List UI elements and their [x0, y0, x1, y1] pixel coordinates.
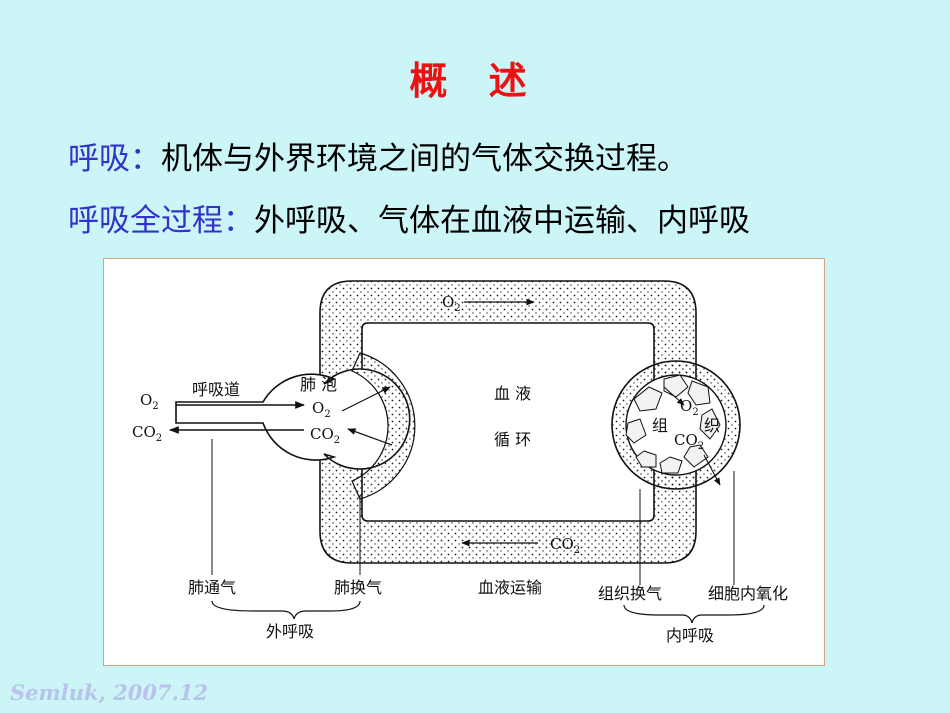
- process-text: 外呼吸、气体在血液中运输、内呼吸: [254, 203, 750, 239]
- label-o2-top: O2: [442, 293, 461, 314]
- label-cellular-oxidation: 细胞内氧化: [708, 584, 788, 603]
- label-co2-out: CO2: [132, 423, 162, 444]
- process-term: 呼吸全过程：: [68, 203, 254, 239]
- label-internal-respiration: 内呼吸: [666, 626, 714, 645]
- process-line: 呼吸全过程：外呼吸、气体在血液中运输、内呼吸: [68, 195, 750, 240]
- label-tis-o2: O2: [680, 397, 699, 418]
- label-alv-co2: CO2: [310, 425, 340, 446]
- label-alv-o2: O2: [312, 399, 331, 420]
- author-footer: Semluk, 2007.12: [10, 680, 209, 705]
- arrow-alv-o2: [341, 386, 391, 412]
- definition-line: 呼吸：机体与外界环境之间的气体交换过程。: [68, 133, 688, 178]
- brace-external: [211, 600, 361, 620]
- label-tissue-2: 织: [704, 416, 720, 435]
- brace-internal: [623, 604, 765, 624]
- arrow-tis-co2: [703, 454, 721, 486]
- label-tis-co2: CO2: [674, 431, 704, 452]
- blood-vessel-loop: [319, 280, 697, 564]
- arrow-tis-o2: [663, 386, 685, 406]
- label-external-respiration: 外呼吸: [266, 622, 314, 641]
- definition-term: 呼吸：: [68, 141, 161, 177]
- label-o2-in: O2: [140, 391, 159, 412]
- label-blood-1: 血 液: [494, 384, 531, 403]
- slide-title: 概 述: [409, 59, 541, 103]
- alveolar-capillary: [351, 352, 416, 500]
- label-tissue-1: 组: [652, 416, 668, 435]
- respiration-diagram: O2 CO2 呼吸道 O2 CO2 肺 泡 O2 CO2 血 液 循 环 组 织…: [132, 280, 788, 645]
- label-exchange: 肺换气: [334, 578, 382, 597]
- label-co2-bottom: CO2: [550, 535, 580, 556]
- label-airway: 呼吸道: [192, 380, 240, 399]
- definition-text: 机体与外界环境之间的气体交换过程。: [161, 141, 688, 177]
- label-alveolus: 肺 泡: [300, 375, 337, 394]
- label-blood-2: 循 环: [494, 430, 531, 449]
- tissue-cells: [625, 374, 721, 474]
- label-transport: 血液运输: [478, 578, 542, 597]
- label-tissue-exchange: 组织换气: [598, 584, 662, 603]
- leader-lines: [211, 439, 735, 585]
- respiration-diagram-panel: O2 CO2 呼吸道 O2 CO2 肺 泡 O2 CO2 血 液 循 环 组 织…: [103, 258, 825, 666]
- label-ventilation: 肺通气: [188, 578, 236, 597]
- arrow-alv-co2: [347, 428, 393, 446]
